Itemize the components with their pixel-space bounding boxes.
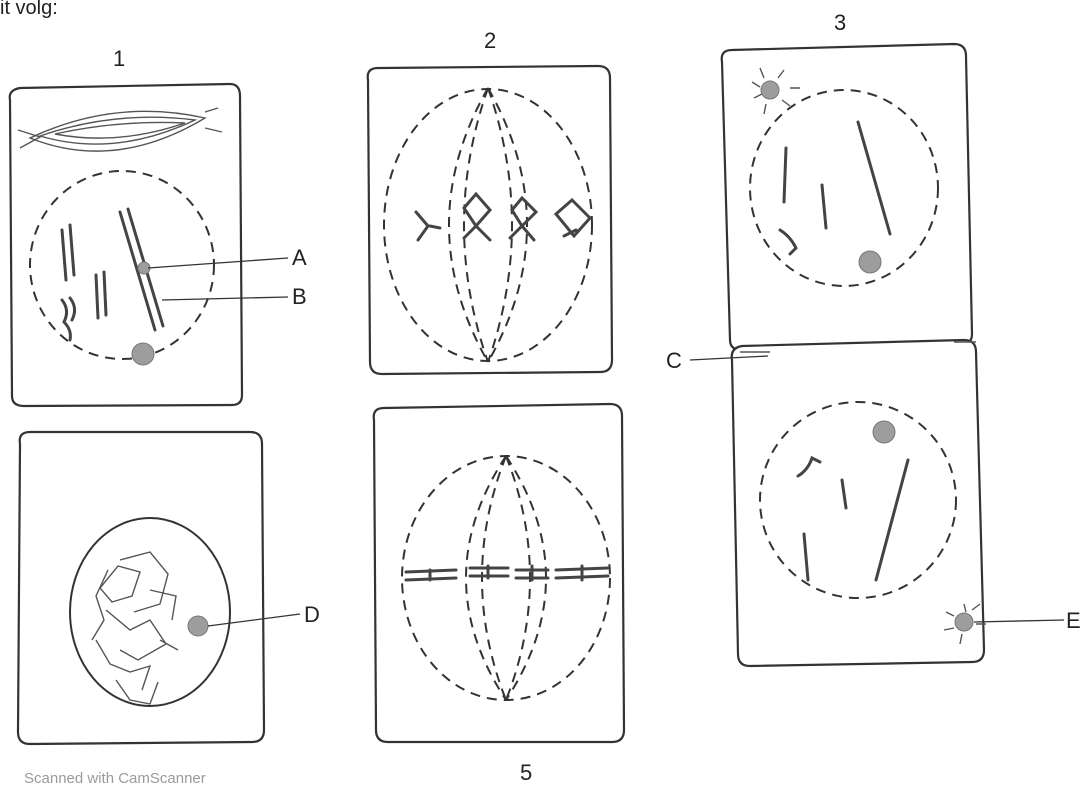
leader-e <box>974 620 1064 622</box>
watermark: Scanned with CamScanner <box>24 770 206 787</box>
label-a: A <box>292 245 307 270</box>
label-b: B <box>292 284 307 309</box>
nucleolus-1 <box>132 343 154 365</box>
nucleolus-d <box>188 616 208 636</box>
label-e: E <box>1066 608 1081 633</box>
panel-number-5: 5 <box>520 760 532 785</box>
panel-5-metaphase <box>374 404 624 742</box>
header-fragment: it volg: <box>0 0 58 19</box>
nucleolus-3-top <box>859 251 881 273</box>
panel-1-prophase <box>10 84 242 406</box>
panel-number-3: 3 <box>834 10 846 35</box>
nucleolus-3-bottom <box>873 421 895 443</box>
panel-number-2: 2 <box>484 28 496 53</box>
panel-number-1: 1 <box>113 46 125 71</box>
panel-3-bottom <box>732 340 986 666</box>
label-c: C <box>666 348 682 373</box>
label-d: D <box>304 602 320 627</box>
panel-4-interphase <box>18 432 264 744</box>
panel-2-metaphase <box>368 66 612 374</box>
panel-3-top <box>722 44 972 350</box>
